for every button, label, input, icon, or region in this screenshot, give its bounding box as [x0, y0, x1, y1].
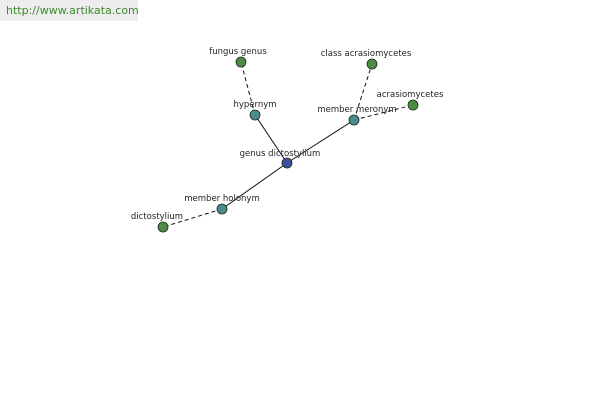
node-center[interactable] — [281, 157, 293, 169]
edge-member-holonym-to-dictostylium — [162, 208, 223, 228]
node-label-hypernym: hypernym — [233, 100, 276, 110]
node-label-class-acrasiomycetes: class acrasiomycetes — [321, 49, 412, 59]
node-label-dictostylium: dictostylium — [131, 212, 183, 222]
site-banner: http://www.artikata.com — [0, 0, 139, 21]
edge-member-meronym-to-acrasiomycetes — [353, 104, 414, 121]
node-label-acrasiomycetes: acrasiomycetes — [377, 90, 444, 100]
node-label-fungus-genus: fungus genus — [209, 47, 267, 57]
edge-center-to-member-meronym — [286, 119, 355, 164]
node-dictostylium[interactable] — [157, 221, 169, 233]
node-label-member-meronym: member meronym — [317, 105, 396, 115]
edge-center-to-hypernym — [254, 114, 288, 164]
node-class-acrasiomycetes[interactable] — [366, 58, 378, 70]
edge-hypernym-to-fungus-genus — [240, 61, 256, 116]
edge-center-to-member-holonym — [221, 162, 288, 210]
node-member-meronym[interactable] — [348, 114, 360, 126]
node-member-holonym[interactable] — [216, 203, 228, 215]
edges-layer — [162, 61, 414, 228]
edge-member-meronym-to-class-acrasiomycetes — [353, 63, 373, 121]
node-acrasiomycetes[interactable] — [407, 99, 419, 111]
node-hypernym[interactable] — [249, 109, 261, 121]
node-label-member-holonym: member holonym — [184, 194, 259, 204]
site-link[interactable]: http://www.artikata.com — [6, 4, 139, 17]
labels-layer: genus dictostylium hypernym member meronym… — [131, 47, 444, 222]
nodes-layer — [157, 56, 419, 233]
node-fungus-genus[interactable] — [235, 56, 247, 68]
node-label-center: genus dictostylium — [240, 149, 321, 159]
